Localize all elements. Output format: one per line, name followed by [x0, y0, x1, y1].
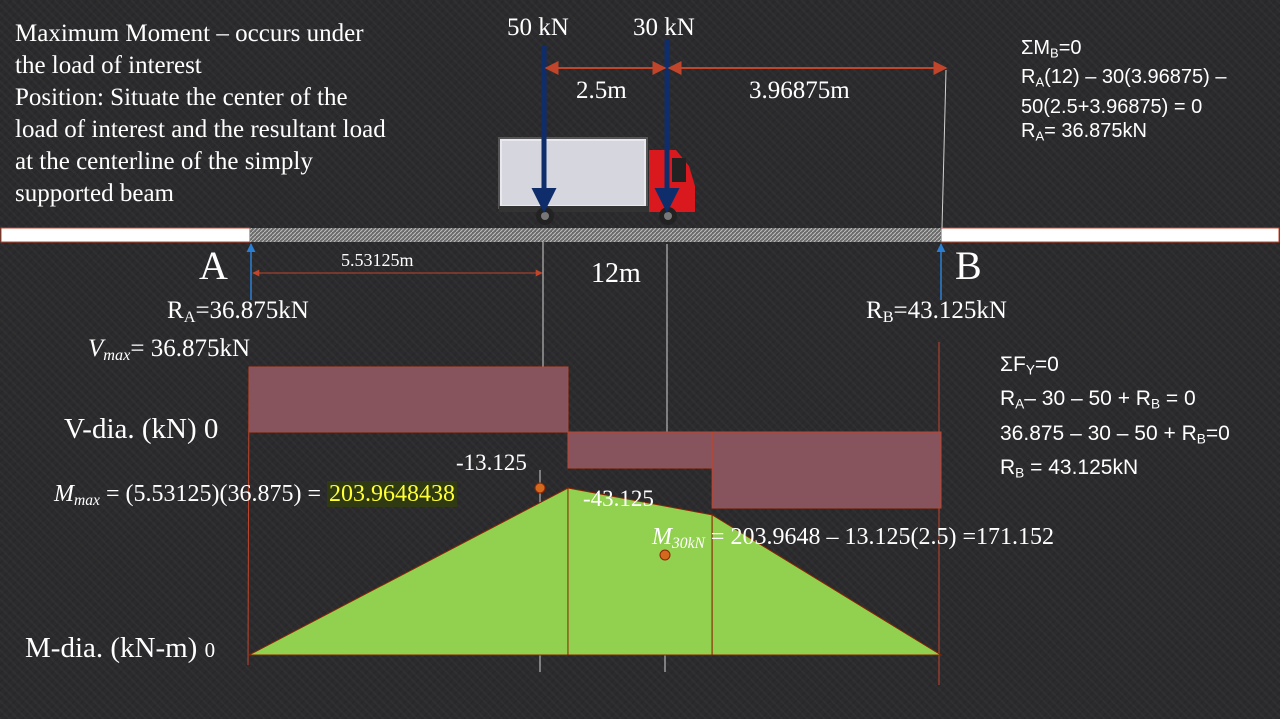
intro-line: the load of interest — [15, 52, 202, 79]
m30-marker — [659, 549, 671, 561]
spacing-label: 2.5m — [576, 77, 627, 104]
mmax-marker — [534, 482, 546, 494]
beam — [250, 228, 941, 242]
intro-line: Maximum Moment – occurs under — [15, 20, 364, 47]
intro-line: supported beam — [15, 180, 174, 207]
moment-equilibrium: ΣMB=0 RA(12) – 30(3.96875) – 50(2.5+3.96… — [1021, 37, 1227, 143]
intro-line: Position: Situate the center of the — [15, 84, 348, 111]
mmax-equation: Mmax = (5.53125)(36.875) = 203.9648438 — [54, 481, 458, 509]
reaction-b-text: RB=43.125kN — [866, 297, 1007, 327]
span-label: 12m — [591, 258, 641, 289]
intro-line: load of interest and the resultant load — [15, 116, 386, 143]
shear-segment — [248, 366, 569, 433]
ground-right — [940, 227, 1280, 243]
shear-diagram-label: V-dia. (kN) 0 — [64, 413, 219, 445]
shear-segment — [567, 431, 713, 469]
moment-segment — [567, 487, 713, 656]
mmax-value: 203.9648438 — [327, 481, 458, 507]
truck-icon — [498, 137, 695, 225]
ground-left — [0, 227, 251, 243]
support-b-label: B — [955, 243, 982, 288]
shear-value-1: -13.125 — [456, 450, 527, 475]
load-30-label: 30 kN — [633, 14, 695, 41]
support-a-label: A — [199, 243, 228, 288]
m30-equation: M30kN = 203.9648 – 13.125(2.5) =171.152 — [652, 524, 1054, 552]
shear-segment — [711, 431, 942, 509]
shear-diagram — [248, 366, 942, 509]
moment-segment — [711, 513, 943, 656]
support-b-guide — [941, 69, 947, 229]
intro-text: Maximum Moment – occurs under the load o… — [15, 18, 455, 210]
shear-value-2: -43.125 — [583, 486, 654, 511]
force-equilibrium: ΣFY=0 RA– 30 – 50 + RB = 0 36.875 – 30 –… — [1000, 353, 1230, 481]
dist-a-label: 5.53125m — [341, 250, 414, 270]
vmax-text: Vmax= 36.875kN — [88, 335, 251, 365]
intro-line: at the centerline of the simply — [15, 148, 313, 175]
reaction-a-text: RA=36.875kN — [167, 297, 309, 327]
moment-diagram-label: M-dia. (kN-m) 0 — [25, 632, 216, 664]
load-50-label: 50 kN — [507, 14, 569, 41]
moment-diagram — [248, 487, 943, 656]
dist-to-b-label: 3.96875m — [749, 77, 850, 104]
moment-segment — [248, 487, 569, 656]
